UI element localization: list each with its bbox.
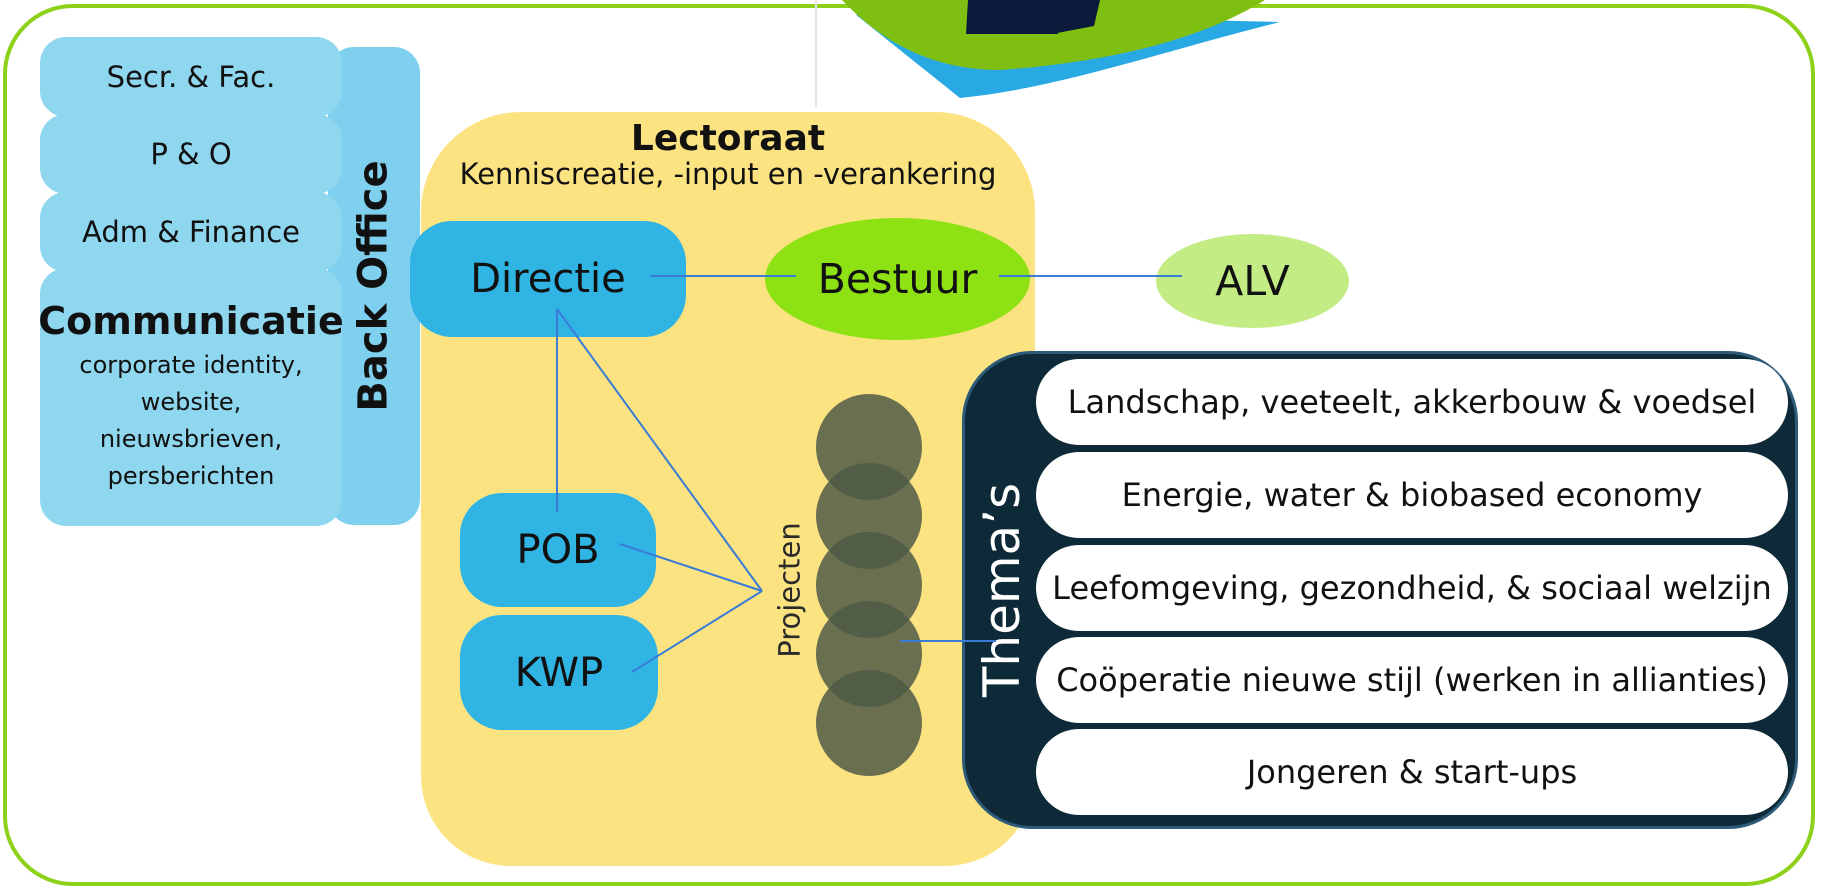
dept-label: P & O [150,137,232,171]
theme-item: Leefomgeving, gezondheid, & sociaal welz… [1036,545,1788,631]
dept-secr-fac: Secr. & Fac. [40,37,342,117]
node-bestuur: Bestuur [765,218,1030,340]
communicatie-detail: corporate identity, [79,351,303,379]
communicatie-title: Communicatie [38,299,344,343]
node-pob: POB [460,493,656,607]
dept-communicatie: Communicatie corporate identity, website… [38,268,344,526]
theme-item: Landschap, veeteelt, akkerbouw & voedsel [1036,359,1788,445]
theme-item: Coöperatie nieuwe stijl (werken in allia… [1036,637,1788,723]
dept-label: Adm & Finance [82,215,300,249]
communicatie-detail: nieuwsbrieven, [99,425,283,453]
lectoraat-title: Lectoraat [630,118,826,159]
dept-label: Secr. & Fac. [106,60,276,94]
themes-label: Thema’s [973,482,1032,698]
communicatie-details: corporate identity, website, nieuwsbriev… [69,347,312,495]
dept-adm-finance: Adm & Finance [40,192,342,272]
communicatie-detail: website, [140,388,242,416]
projecten-label: Projecten [773,522,808,658]
node-directie: Directie [410,221,686,337]
theme-item: Jongeren & start-ups [1036,729,1788,815]
node-kwp: KWP [460,615,658,730]
theme-item: Energie, water & biobased economy [1036,452,1788,538]
lectoraat-subtitle: Kenniscreatie, -input en -verankering [459,157,997,191]
node-alv: ALV [1156,234,1349,328]
back-office-strip [328,47,420,525]
dept-p-o: P & O [40,114,342,194]
communicatie-detail: persberichten [107,462,275,490]
